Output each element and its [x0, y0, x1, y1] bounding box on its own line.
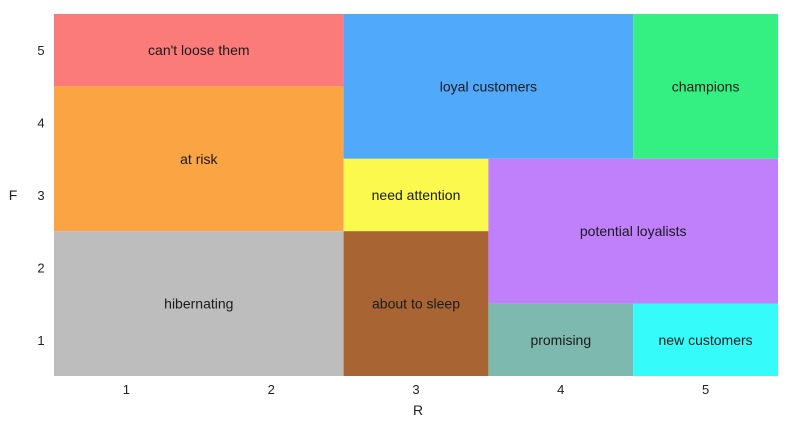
y-tick-label: 2	[37, 260, 44, 275]
x-tick-label: 3	[412, 382, 419, 397]
segment-label-champions: champions	[672, 78, 740, 94]
y-tick-label: 3	[37, 188, 44, 203]
segment-labels: can't loose them at risk hibernating loyal …	[148, 42, 753, 348]
x-tick-label: 1	[123, 382, 130, 397]
y-tick-label: 5	[37, 43, 44, 58]
segment-new-customers	[633, 303, 778, 376]
segment-promising	[488, 303, 634, 376]
y-tick-label: 1	[37, 333, 44, 348]
segment-label-about-to-sleep: about to sleep	[372, 296, 460, 312]
x-axis-label: R	[413, 402, 423, 418]
segment-potential-loyalists	[488, 158, 778, 304]
segment-at-risk	[54, 86, 344, 232]
segment-label-need-attention: need attention	[372, 187, 461, 203]
segment-can-t-loose-them	[54, 14, 344, 87]
segment-need-attention	[343, 158, 489, 232]
segment-blocks	[54, 14, 778, 376]
segment-label-new-customers: new customers	[659, 332, 753, 348]
x-tick-label: 4	[557, 382, 564, 397]
segment-label-potential-loyalists: potential loyalists	[580, 223, 687, 239]
segment-hibernating	[54, 231, 344, 376]
x-axis-ticks: 1 2 3 4 5	[123, 382, 709, 397]
segment-label-at-risk: at risk	[180, 151, 218, 167]
segment-label-loyal-customers: loyal customers	[440, 78, 537, 94]
segment-about-to-sleep	[343, 231, 489, 376]
segment-loyal-customers	[343, 14, 634, 159]
segment-champions	[633, 14, 778, 159]
y-axis-ticks: 1 2 3 4 5	[37, 43, 44, 348]
y-axis-label: F	[9, 187, 18, 203]
segment-label-hibernating: hibernating	[164, 296, 233, 312]
segment-label-can-t-loose-them: can't loose them	[148, 42, 250, 58]
segment-label-promising: promising	[530, 332, 591, 348]
x-tick-label: 2	[268, 382, 275, 397]
y-tick-label: 4	[37, 116, 44, 131]
x-tick-label: 5	[702, 382, 709, 397]
